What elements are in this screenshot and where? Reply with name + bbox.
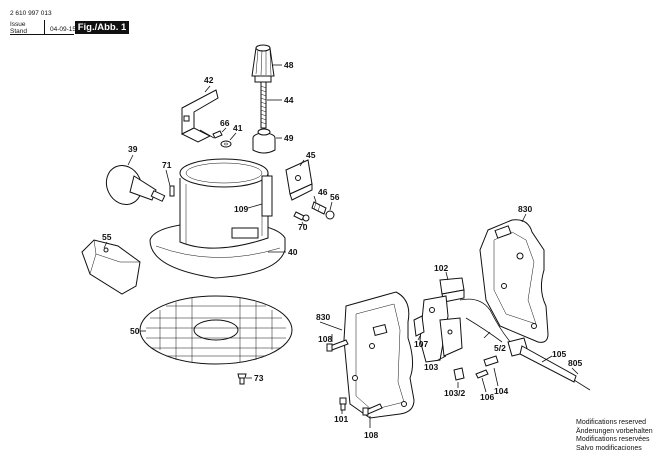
callout-56: 56 — [330, 192, 340, 202]
part-48-knob — [251, 44, 275, 83]
part-5-2-wire — [459, 298, 513, 345]
part-45-clamp — [285, 159, 313, 201]
part-56-nut — [325, 210, 335, 220]
part-70-bolt — [293, 211, 310, 222]
modifications-note-en: Modifications reserved — [576, 419, 647, 426]
header-divider — [44, 20, 45, 35]
callout-48: 48 — [284, 60, 294, 70]
callout-830-left: 830 — [316, 312, 330, 322]
callout-50: 50 — [130, 326, 140, 336]
callout-109: 109 — [234, 204, 248, 214]
callout-103-2: 103/2 — [444, 388, 466, 398]
callout-108-lower: 108 — [364, 430, 378, 440]
part-101-screw — [339, 397, 347, 411]
part-44-threaded-rod — [260, 81, 267, 129]
callout-73: 73 — [254, 373, 264, 383]
callout-101: 101 — [334, 414, 348, 424]
part-105-cord-relief — [507, 337, 577, 383]
modifications-note-de: Änderungen vorbehalten — [576, 427, 653, 435]
part-55-chip-shield — [81, 239, 141, 295]
callout-41: 41 — [233, 123, 243, 133]
modifications-note: Modifications reserved Änderungen vorbeh… — [576, 419, 653, 453]
part-66-screw — [212, 130, 223, 139]
part-103-switch-housing — [419, 295, 463, 363]
part-71-pin — [169, 185, 175, 197]
callout-66: 66 — [220, 118, 230, 128]
callout-46: 46 — [318, 187, 328, 197]
callout-70: 70 — [298, 222, 308, 232]
part-805-cord — [573, 379, 591, 391]
part-107-clip — [413, 315, 425, 337]
part-104-cable-clamp — [483, 355, 499, 367]
part-830-housing-right — [479, 219, 549, 343]
callout-44: 44 — [284, 95, 294, 105]
part-42-bracket — [180, 89, 219, 143]
issue-label: Issue — [10, 21, 26, 28]
part-49-nut — [252, 128, 276, 154]
part-102-switch — [439, 277, 465, 303]
callout-49: 49 — [284, 133, 294, 143]
callout-39: 39 — [128, 144, 138, 154]
callout-5-2: 5/2 — [494, 343, 506, 353]
callout-102: 102 — [434, 263, 448, 273]
callout-103: 103 — [424, 362, 438, 372]
part-73-screw — [237, 373, 247, 385]
callout-71: 71 — [162, 160, 172, 170]
callout-55: 55 — [102, 232, 112, 242]
callout-106: 106 — [480, 392, 494, 402]
part-number: 2 610 997 013 — [10, 10, 52, 17]
callout-805: 805 — [568, 358, 582, 368]
modifications-note-es: Salvo modificaciones — [576, 444, 642, 452]
revision-date: 04-09-15 — [50, 26, 77, 33]
callout-42: 42 — [204, 75, 214, 85]
part-39-handle-knob — [105, 165, 166, 205]
modifications-note-fr: Modifications reservées — [576, 436, 650, 443]
callout-105: 105 — [552, 349, 566, 359]
part-830-housing-left — [343, 291, 415, 419]
leader-lines — [103, 64, 579, 428]
part-41-washer — [220, 140, 232, 148]
part-108-screw-lower — [362, 403, 383, 416]
callout-45: 45 — [306, 150, 316, 160]
figure-label: Fig./Abb. 1 — [75, 21, 129, 34]
callout-104: 104 — [494, 386, 508, 396]
callout-107: 107 — [414, 339, 428, 349]
part-103-2-clip — [453, 367, 465, 381]
stand-label: Stand — [10, 28, 27, 35]
callout-830-right: 830 — [518, 204, 532, 214]
part-46-screw — [311, 201, 327, 215]
callout-108-upper: 108 — [318, 334, 332, 344]
part-108-screw-upper — [326, 339, 349, 352]
part-106-screw — [475, 369, 489, 379]
part-40-router-base — [149, 158, 286, 279]
callout-40: 40 — [288, 247, 298, 257]
header-rule — [10, 34, 74, 35]
part-50-base-plate — [139, 295, 293, 365]
